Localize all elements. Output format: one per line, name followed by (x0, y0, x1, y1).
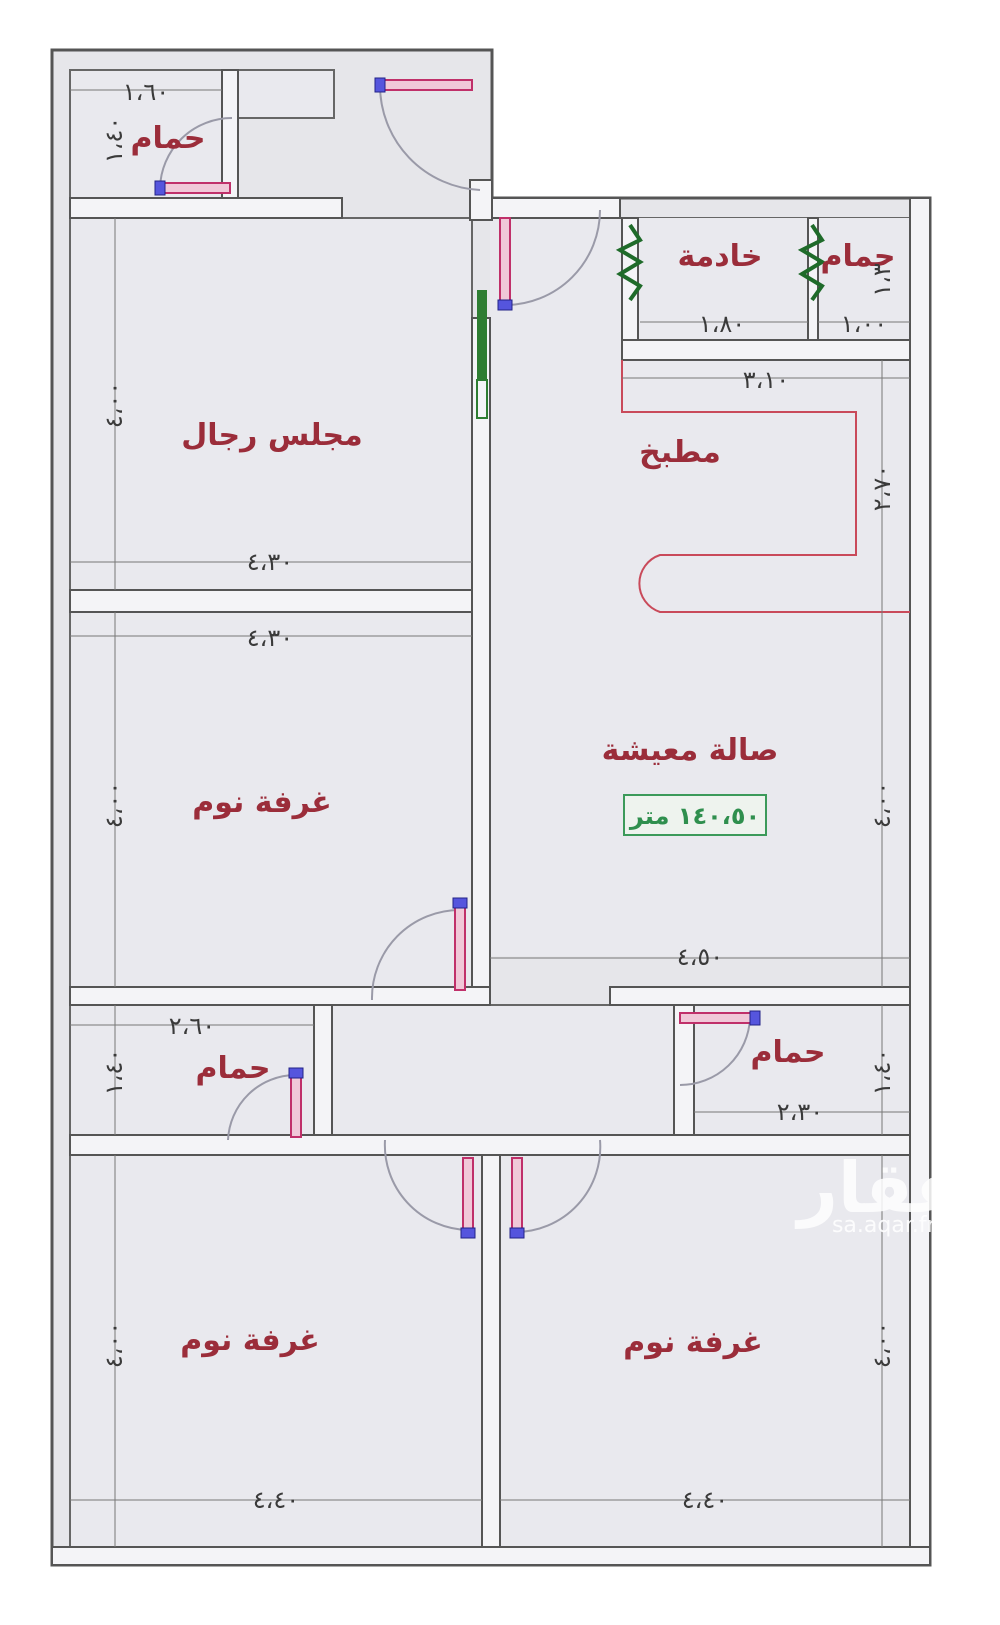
room-bath-top-left (69, 69, 223, 199)
dim-kitchen-h: ٢،٧٠ (868, 465, 896, 511)
room-entry-top (237, 69, 335, 119)
dim-bedroom-1-h: ٤،٠٠ (100, 782, 128, 828)
kitchen-counter (621, 360, 910, 613)
watermark-brand: عقار (795, 1147, 963, 1229)
dim-bath-top-left-h: ١،٤٠ (100, 117, 128, 163)
watermark: عقار sa.aqar.fm (795, 1147, 963, 1238)
label-maid: خادمة (677, 239, 762, 274)
room-bedroom-2 (69, 1154, 483, 1548)
label-majlis: مجلس رجال (181, 418, 362, 453)
dim-bath-mid-right-h: ١،٤٠ (868, 1049, 896, 1095)
label-bath-mid-left: حمام (196, 1051, 271, 1086)
room-labels: حمام خادمة حمام مجلس رجال مطبخ غرفة نوم … (131, 121, 896, 1360)
dimension-labels: ١،٦٠ ١،٤٠ ١،٨٠ ١،٠٠ ١،٣ ٣،١٠ ٢،٧٠ ٤،٠٠ ٤… (100, 78, 896, 1514)
dim-bedroom-2-w: ٤،٤٠ (253, 1486, 299, 1514)
dim-bath-mid-left-w: ٢،٦٠ (169, 1012, 215, 1040)
dim-bath-mid-right-w: ٢،٣٠ (777, 1098, 823, 1126)
dim-bedroom-3-h: ٤،٠٠ (868, 1322, 896, 1368)
dim-majlis-h: ٤،٠٠ (100, 382, 128, 428)
label-bath-mid-right: حمام (751, 1035, 826, 1070)
dim-bath-top-left-w: ١،٦٠ (123, 78, 169, 106)
area-badge: ١٤٠،٥٠ متر (623, 794, 767, 836)
dim-bath-maid-w: ١،٠٠ (841, 310, 887, 338)
dim-bedroom-3-w: ٤،٤٠ (682, 1486, 728, 1514)
area-value: ١٤٠،٥٠ متر (629, 802, 760, 830)
dim-living-w: ٤،٥٠ (677, 943, 723, 971)
dim-bath-maid-h: ١،٣ (868, 263, 896, 297)
dim-maid-w: ١،٨٠ (699, 310, 745, 338)
door-hinges (154, 77, 761, 1239)
dimension-lines (70, 89, 910, 1547)
label-bath-maid: حمام (821, 239, 896, 274)
accordion-doors (615, 223, 826, 302)
dim-living-h: ٤،٠٠ (868, 782, 896, 828)
dim-bath-mid-left-h: ١،٤٠ (100, 1049, 128, 1095)
room-majlis (69, 217, 473, 591)
partition-green (476, 290, 488, 419)
dim-kitchen-w: ٣،١٠ (743, 366, 789, 394)
dim-bedroom-2-h: ٤،٠٠ (100, 1322, 128, 1368)
label-kitchen: مطبخ (639, 435, 721, 470)
room-hall-mid (331, 1004, 675, 1136)
watermark-site: sa.aqar.fm (832, 1213, 948, 1238)
label-living: صالة معيشة (602, 733, 779, 768)
room-bedroom-1 (69, 611, 473, 988)
label-bedroom-3: غرفة نوم (623, 1325, 763, 1360)
label-bedroom-1: غرفة نوم (192, 785, 332, 820)
dim-majlis-w: ٤،٣٠ (247, 548, 293, 576)
label-bath-top-left: حمام (131, 121, 206, 156)
room-bedroom-3 (499, 1154, 911, 1548)
label-bedroom-2: غرفة نوم (180, 1323, 320, 1358)
dim-bedroom-1-w: ٤،٣٠ (247, 624, 293, 652)
doors (159, 84, 751, 1234)
